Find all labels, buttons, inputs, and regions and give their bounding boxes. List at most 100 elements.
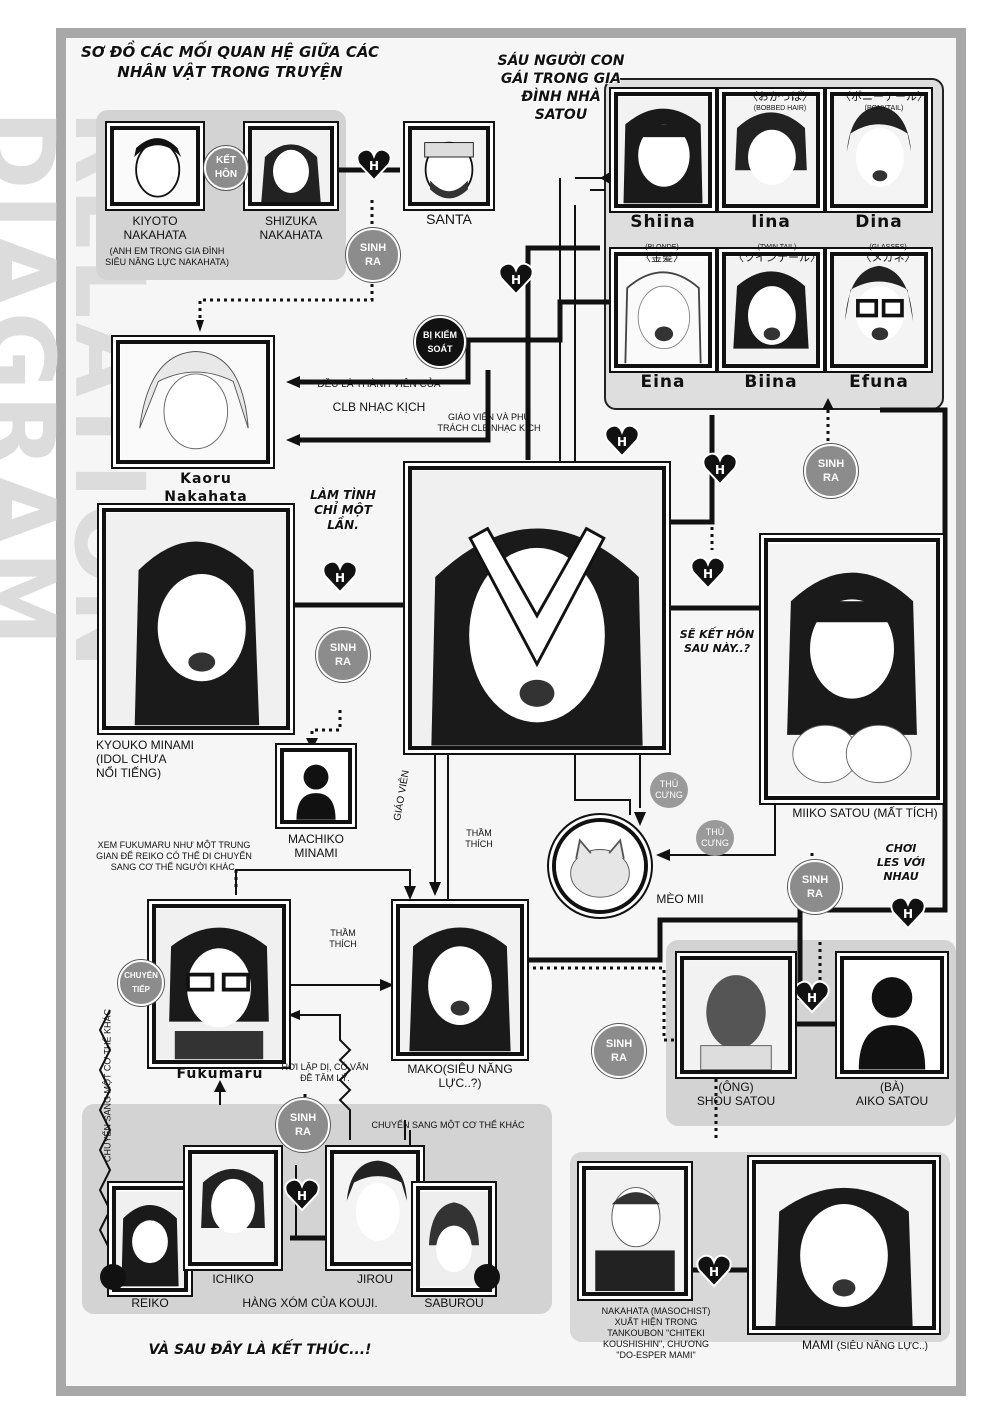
hoi-lap-di-note: Hơi lập dị, có vấn đề tâm lý. [281, 1062, 369, 1083]
heart-icon: H [356, 148, 392, 182]
diagram-title: Sơ đồ các mối quan hệ giữa các nhân vật … [80, 43, 380, 81]
heart-icon: H [890, 896, 926, 930]
svg-text:H: H [709, 1265, 719, 1279]
ichiko-name: Ichiko [212, 1272, 254, 1286]
shizuka-name: Shizuka Nakahata [259, 214, 323, 242]
sister-name-iina: Iina [751, 212, 791, 232]
heart-icon: H [690, 556, 726, 590]
aiko-name: (Bà) Aiko Satou [855, 1080, 929, 1108]
portrait-efuna [830, 252, 928, 368]
sister-name-dina: Dina [855, 212, 903, 232]
thu-cung-badge: Thúcưng [650, 772, 688, 808]
portrait-biina [722, 252, 820, 368]
sister-name-eina: Eina [640, 372, 686, 392]
svg-text:H: H [335, 571, 345, 585]
svg-text:H: H [715, 463, 725, 477]
chuyen-sang-note-1: Chuyển sang một cơ thể khác [102, 1009, 113, 1162]
portrait-shiina [614, 92, 712, 208]
jirou-name: Jirou [357, 1272, 393, 1286]
portrait-miiko [764, 538, 940, 800]
portrait-center-masked [408, 466, 666, 750]
biina-tag: (TWIN TAIL)〈ツインテール〉 [733, 244, 821, 264]
sister-name-shiina: Shiina [630, 212, 696, 232]
sinh-ra-badge-sisters: Sinhra [804, 444, 858, 498]
lam-tinh-label: Làm tình chỉ một lần. [310, 488, 376, 532]
ending-text: Và sau đây là kết thúc...! [148, 1342, 372, 1358]
santa-name: Santa [426, 211, 472, 227]
satou-family-title: Sáu người con gái trong gia đình nhà Sat… [497, 53, 625, 123]
sinh-ra-badge-ichiko: Sinhra [276, 1098, 330, 1152]
portrait-mako [396, 904, 524, 1056]
svg-text:H: H [511, 273, 521, 287]
heart-icon: H [604, 424, 640, 458]
efuna-tag: (GLASSES)〈メガネ〉 [860, 244, 916, 264]
heart-icon: H [702, 452, 738, 486]
tham-thich-label: Thầm thích [465, 828, 493, 849]
heart-icon: H [696, 1254, 732, 1288]
anh-em-note: (Anh em trong gia đình siêu năng lực Nak… [105, 246, 229, 267]
portrait-eina [614, 252, 712, 368]
portrait-aiko [840, 956, 944, 1074]
svg-text:H: H [703, 567, 713, 581]
kiyoto-name: Kiyoto Nakahata [123, 214, 187, 242]
mami-name: Mami (siêu năng lực..) [801, 1338, 928, 1352]
heart-icon: H [322, 560, 358, 594]
portrait-kaoru [116, 340, 270, 464]
tham-thich-label: Thầm thích [329, 928, 357, 949]
portrait-kyouko [102, 508, 290, 730]
sinh-ra-badge-kyouko: Sinhra [316, 628, 370, 682]
portrait-nakahata-masochist [582, 1166, 688, 1296]
clb-label: CLB nhạc kịch [332, 400, 426, 414]
heart-icon: H [498, 262, 534, 296]
ket-hon-badge: Kếthôn [204, 146, 248, 190]
portrait-santa [408, 126, 490, 206]
fukumaru-name: Fukumaru [176, 1066, 264, 1082]
heart-icon: H [794, 980, 830, 1014]
meo-name: Mèo Mii [656, 892, 704, 906]
svg-text:H: H [369, 159, 379, 173]
hang-xom-label: Hàng xóm của Kouji. [242, 1296, 378, 1310]
kaoru-name: Kaoru Nakahata [164, 471, 248, 505]
thanh-vien-label: Đều là thành viên của [317, 379, 441, 390]
miiko-name: Miiko Satou (mất tích) [792, 806, 938, 820]
portrait-mami [752, 1160, 936, 1330]
svg-text:H: H [807, 991, 817, 1005]
se-ket-hon-label: Sẽ kết hôn sau này..? [679, 628, 755, 655]
chuyen-tiep-badge: Chuyểntiếp [118, 960, 164, 1006]
svg-text:H: H [617, 435, 627, 449]
portrait-shou [680, 956, 792, 1074]
portrait-machiko [280, 748, 352, 824]
portrait-meo-mii [552, 818, 648, 914]
reiko-name: Reiko [131, 1296, 169, 1310]
thu-cung-badge: Thúcưng [696, 820, 734, 856]
dina-tag: 〈ポニーテール〉(PONYTAIL) [840, 91, 928, 113]
marker-dot [474, 1264, 500, 1290]
portrait-shizuka [248, 126, 334, 206]
svg-text:H: H [297, 1189, 307, 1203]
portrait-jirou [330, 1150, 420, 1266]
sister-name-efuna: Efuna [849, 372, 909, 392]
marker-dot [100, 1264, 126, 1290]
chuyen-sang-note-2: Chuyển sang một cơ thể khác [371, 1120, 525, 1130]
sinh-ra-badge-miiko: Sinhra [788, 860, 842, 914]
heart-icon: H [284, 1178, 320, 1212]
saburou-name: Saburou [424, 1296, 484, 1310]
iina-tag: 〈おかっぱ〉(BOBBED HAIR) [747, 91, 813, 113]
svg-text:H: H [903, 907, 913, 921]
giao-vien-phu-trach-label: Giáo viên và phụ trách CLB nhạc kịch [437, 412, 541, 433]
portrait-ichiko [188, 1150, 278, 1266]
nakahata-masochist-note: Nakahata (Masochist) xuất hiện trong Tan… [601, 1306, 711, 1360]
sister-name-biina: Biina [744, 372, 798, 392]
portrait-kiyoto [110, 126, 200, 206]
eina-tag: (BLONDE)〈金髪〉 [640, 244, 684, 264]
portrait-fukumaru [152, 904, 286, 1064]
machiko-name: Machiko Minami [287, 832, 344, 860]
portrait-iina [722, 92, 820, 208]
bi-kiem-soat-badge: Bị kiểmsoát [414, 316, 466, 368]
shou-name: (Ông) Shou Satou [696, 1080, 776, 1108]
sinh-ra-badge-shizuka: Sinhra [346, 228, 400, 282]
portrait-dina [830, 92, 928, 208]
choi-les-label: Chơi les với nhau [876, 842, 926, 883]
mako-name: Mako(siêu năng lực..?) [407, 1062, 513, 1090]
xem-fukumaru-note: Xem Fukumaru như một trung gian để Reiko… [96, 840, 252, 872]
